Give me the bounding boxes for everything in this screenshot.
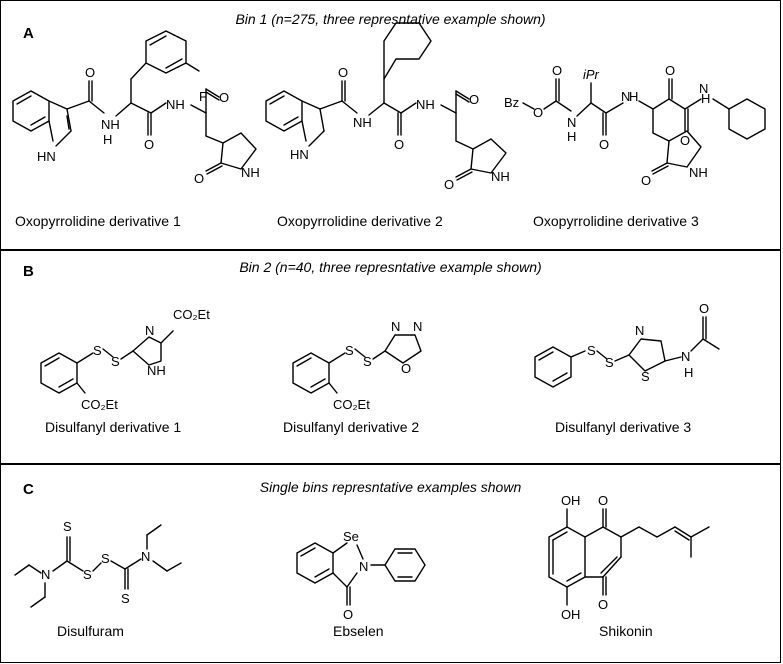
svg-text:N: N (359, 559, 368, 574)
caption-oxopyrrolidine-2: Oxopyrrolidine derivative 2 (277, 213, 443, 229)
svg-text:HN: HN (37, 149, 56, 164)
svg-text:NH: NH (166, 97, 185, 112)
svg-text:S: S (121, 591, 130, 606)
svg-text:iPr: iPr (583, 67, 600, 82)
oxopyrrolidine-derivative-1-structure: HN O NH H F F O NH O (12, 30, 260, 186)
disulfanyl-derivative-1-structure: S S N NH CO₂Et CO₂Et (40, 307, 210, 412)
svg-text:S: S (93, 343, 102, 358)
caption-ebselen: Ebselen (333, 623, 384, 639)
ebselen-structure: Se N O (296, 529, 426, 622)
svg-text:N: N (141, 549, 150, 564)
disulfuram-structure: N S S S S N (14, 519, 182, 608)
svg-text:S: S (587, 343, 596, 358)
svg-text:O: O (343, 607, 353, 622)
panel-c-title: Single bins represntative examples shown (259, 479, 522, 495)
svg-text:O: O (598, 597, 608, 612)
svg-text:H: H (629, 89, 638, 104)
svg-text:O: O (599, 137, 609, 152)
svg-text:N: N (145, 323, 154, 338)
shikonin-structure: O O O H O H (548, 493, 710, 622)
svg-text:F: F (199, 89, 207, 104)
oxopyrrolidine-derivative-3-structure: Bz O O N H iPr O N H O O H (504, 63, 766, 188)
svg-text:S: S (101, 551, 110, 566)
svg-text:O: O (699, 301, 709, 316)
svg-text:N: N (391, 319, 400, 334)
panel-a: A Bin 1 (n=275, three represntative exam… (0, 0, 781, 250)
svg-text:S: S (605, 355, 614, 370)
svg-text:H: H (567, 129, 576, 144)
svg-text:H: H (701, 91, 710, 106)
svg-text:CO₂Et: CO₂Et (333, 397, 370, 412)
svg-text:N: N (567, 115, 576, 130)
svg-text:NH: NH (353, 115, 372, 130)
panel-a-title: Bin 1 (n=275, three represntative exampl… (235, 11, 546, 27)
svg-text:S: S (63, 519, 72, 534)
svg-text:Bz: Bz (504, 95, 519, 110)
svg-text:O: O (394, 137, 404, 152)
caption-disulfanyl-2: Disulfanyl derivative 2 (283, 419, 420, 435)
svg-text:O: O (680, 133, 690, 148)
svg-text:NH: NH (689, 165, 708, 180)
svg-text:HN: HN (290, 147, 309, 162)
caption-disulfanyl-3: Disulfanyl derivative 3 (555, 419, 692, 435)
svg-text:O: O (85, 65, 95, 80)
svg-text:O: O (665, 63, 675, 78)
svg-text:O: O (194, 171, 204, 186)
svg-text:S: S (641, 369, 650, 384)
svg-text:O: O (338, 65, 348, 80)
svg-text:Se: Se (343, 529, 359, 544)
caption-oxopyrrolidine-3: Oxopyrrolidine derivative 3 (533, 213, 699, 229)
svg-text:O: O (533, 105, 543, 120)
svg-text:O: O (469, 92, 479, 107)
svg-text:CO₂Et: CO₂Et (173, 307, 210, 322)
svg-text:CO₂Et: CO₂Et (81, 397, 118, 412)
panel-b-title: Bin 2 (n=40, three represntative example… (239, 259, 542, 275)
caption-disulfanyl-1: Disulfanyl derivative 1 (45, 419, 182, 435)
svg-text:H: H (571, 607, 580, 622)
caption-shikonin: Shikonin (599, 623, 653, 639)
svg-text:O: O (641, 173, 651, 188)
svg-text:NH: NH (101, 117, 120, 132)
oxopyrrolidine-derivative-2-structure: HN O NH O NH O O NH (265, 22, 510, 192)
panel-c-structures: N S S S S N Se N (14, 493, 710, 622)
svg-text:N: N (41, 567, 50, 582)
svg-text:O: O (552, 63, 562, 78)
disulfanyl-derivative-2-structure: S S N N O CO₂Et (292, 319, 422, 412)
svg-text:H: H (571, 493, 580, 508)
svg-text:N: N (413, 319, 422, 334)
panel-a-structures: HN O NH H F F O NH O (12, 22, 766, 192)
svg-text:S: S (83, 567, 92, 582)
svg-text:O: O (219, 90, 229, 105)
svg-text:O: O (401, 361, 411, 376)
svg-text:NH: NH (491, 169, 510, 184)
svg-text:O: O (144, 137, 154, 152)
svg-text:N: N (699, 81, 708, 96)
svg-text:O: O (561, 493, 571, 508)
panel-b-label: B (23, 263, 34, 280)
svg-text:H: H (103, 132, 112, 147)
panel-b: B Bin 2 (n=40, three represntative examp… (0, 250, 781, 464)
svg-text:N: N (621, 89, 630, 104)
panel-b-structures: S S N NH CO₂Et CO₂Et S S N N O CO₂ (40, 301, 720, 412)
caption-disulfuram: Disulfuram (57, 623, 124, 639)
disulfanyl-derivative-3-structure: S S N S N H O (534, 301, 720, 388)
svg-text:NH: NH (416, 97, 435, 112)
svg-text:NH: NH (241, 165, 260, 180)
svg-text:S: S (111, 354, 120, 369)
svg-text:O: O (561, 607, 571, 622)
svg-text:O: O (598, 493, 608, 508)
svg-text:NH: NH (147, 363, 166, 378)
panel-c-label: C (23, 481, 34, 498)
panel-a-label: A (23, 25, 34, 42)
svg-text:S: S (345, 343, 354, 358)
svg-text:H: H (684, 365, 693, 380)
svg-text:N: N (635, 323, 644, 338)
caption-oxopyrrolidine-1: Oxopyrrolidine derivative 1 (15, 213, 181, 229)
svg-text:S: S (363, 354, 372, 369)
panel-c: C Single bins represntative examples sho… (0, 464, 781, 663)
svg-text:N: N (681, 349, 690, 364)
svg-text:O: O (444, 177, 454, 192)
